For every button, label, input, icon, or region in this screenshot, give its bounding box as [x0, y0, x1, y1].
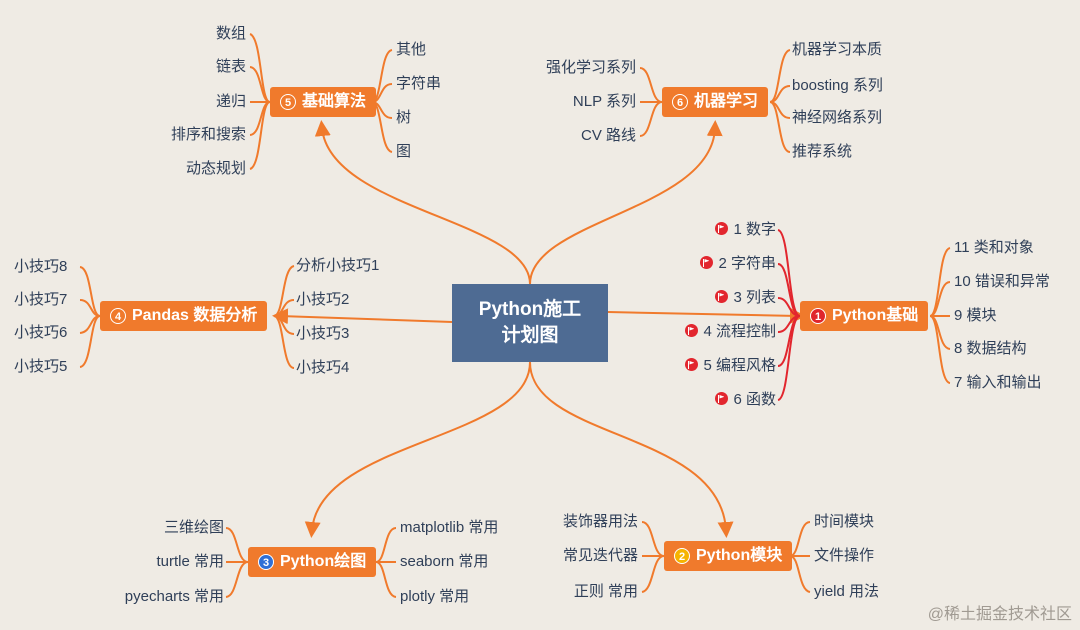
red-flag-icon [685, 358, 699, 371]
branch-plot[interactable]: 3 Python绘图 [248, 547, 377, 577]
central-topic-line1: Python施工 [478, 299, 582, 320]
leaf-basics-modules[interactable]: 9 模块 [954, 307, 997, 324]
leaf-modules-time[interactable]: 时间模块 [814, 513, 875, 530]
number-1-icon: 1 [810, 308, 826, 324]
leaf-plot-seaborn[interactable]: seaborn 常用 [400, 553, 489, 570]
leaf-algo-tree[interactable]: 树 [396, 109, 412, 126]
red-flag-icon [715, 392, 729, 405]
edge-center-plot [304, 361, 531, 538]
branch-algo-label: 基础算法 [302, 93, 367, 110]
red-flag-icon [685, 324, 699, 337]
branch-pandas[interactable]: 4 Pandas 数据分析 [100, 301, 268, 331]
leaf-algo-graph[interactable]: 图 [396, 143, 412, 160]
leaf-ml-cv[interactable]: CV 路线 [580, 127, 636, 144]
leaf-basics-classes[interactable]: 11 类和对象 [954, 239, 1034, 256]
edge-center-algo [314, 120, 531, 285]
leaf-modules-iterators[interactable]: 常见迭代器 [562, 547, 638, 564]
leaf-ml-boosting[interactable]: boosting 系列 [792, 77, 883, 94]
edge-center-basics [607, 307, 806, 324]
leaf-pandas-tip1[interactable]: 分析小技巧1 [296, 257, 380, 274]
branch-ml[interactable]: 6 机器学习 [662, 87, 769, 117]
leaf-plot-pyecharts[interactable]: pyecharts 常用 [124, 588, 224, 605]
leaf-plot-plotly[interactable]: plotly 常用 [400, 588, 470, 605]
leaf-pandas-tip6[interactable]: 小技巧6 [14, 324, 68, 341]
branch-modules-label: Python模块 [696, 547, 783, 564]
leaf-algo-string[interactable]: 字符串 [396, 75, 442, 92]
red-flag-icon [715, 290, 729, 303]
branch-algo[interactable]: 5 基础算法 [270, 87, 377, 117]
leaf-algo-array[interactable]: 数组 [215, 25, 246, 42]
leaf-basics-style-label: 5 编程风格 [703, 357, 776, 374]
branch-basics-label: Python基础 [832, 307, 919, 324]
leaf-algo-other[interactable]: 其他 [396, 41, 427, 58]
red-flag-icon [715, 222, 729, 235]
leaf-pandas-tip3[interactable]: 小技巧3 [296, 325, 350, 342]
leaf-algo-recursion[interactable]: 递归 [215, 93, 246, 110]
leaf-modules-yield[interactable]: yield 用法 [814, 583, 880, 600]
branch-pandas-label: Pandas 数据分析 [132, 307, 258, 324]
leaf-modules-decorators[interactable]: 装饰器用法 [562, 513, 638, 530]
red-flag-icon [700, 256, 714, 269]
leaf-pandas-tip8[interactable]: 小技巧8 [14, 258, 68, 275]
leaf-basics-data-structures[interactable]: 8 数据结构 [954, 340, 1027, 357]
leaf-basics-control-flow-label: 4 流程控制 [703, 323, 776, 340]
leaf-ml-nn[interactable]: 神经网络系列 [792, 109, 883, 126]
leaf-ml-essence[interactable]: 机器学习本质 [792, 41, 883, 58]
leaf-pandas-tip5[interactable]: 小技巧5 [14, 358, 68, 375]
leaf-basics-lists[interactable]: 3 列表 [715, 288, 776, 308]
leaf-basics-numbers[interactable]: 1 数字 [715, 220, 776, 240]
leaf-plot-matplotlib[interactable]: matplotlib 常用 [400, 519, 499, 536]
number-6-icon: 6 [672, 94, 688, 110]
central-topic[interactable]: Python施工 计划图 [452, 284, 608, 362]
leaf-basics-strings[interactable]: 2 字符串 [700, 254, 776, 274]
leaf-basics-control-flow[interactable]: 4 流程控制 [685, 322, 776, 342]
number-5-icon: 5 [280, 94, 296, 110]
leaf-ml-rl[interactable]: 强化学习系列 [545, 59, 636, 76]
branch-basics[interactable]: 1 Python基础 [800, 301, 929, 331]
edge-center-modules [529, 361, 734, 538]
branch-modules[interactable]: 2 Python模块 [664, 541, 793, 571]
number-2-icon: 2 [674, 548, 690, 564]
leaf-basics-functions[interactable]: 6 函数 [715, 390, 776, 410]
branch-plot-label: Python绘图 [280, 553, 367, 570]
leaf-pandas-tip2[interactable]: 小技巧2 [296, 291, 350, 308]
number-4-icon: 4 [110, 308, 126, 324]
edge-center-pandas [272, 308, 453, 325]
watermark: @稀土掘金技术社区 [927, 606, 1072, 623]
leaf-ml-nlp[interactable]: NLP 系列 [572, 93, 636, 110]
leaf-basics-lists-label: 3 列表 [733, 289, 776, 306]
branch-ml-label: 机器学习 [694, 93, 759, 110]
leaf-algo-dp[interactable]: 动态规划 [185, 160, 246, 177]
leaf-basics-errors[interactable]: 10 错误和异常 [954, 273, 1050, 290]
edge-center-ml [529, 120, 723, 285]
leaf-basics-numbers-label: 1 数字 [733, 221, 776, 238]
central-topic-line2: 计划图 [501, 325, 559, 346]
leaf-modules-regex[interactable]: 正则 常用 [573, 583, 638, 600]
leaf-basics-io[interactable]: 7 输入和输出 [954, 374, 1042, 391]
leaf-algo-linkedlist[interactable]: 链表 [215, 58, 246, 75]
leaf-basics-strings-label: 2 字符串 [718, 255, 776, 272]
number-3-icon: 3 [258, 554, 274, 570]
leaf-basics-style[interactable]: 5 编程风格 [685, 356, 776, 376]
leaf-ml-recsys[interactable]: 推荐系统 [792, 143, 853, 160]
leaf-basics-functions-label: 6 函数 [733, 391, 776, 408]
leaf-pandas-tip7[interactable]: 小技巧7 [14, 291, 68, 308]
leaf-plot-3d[interactable]: 三维绘图 [163, 519, 224, 536]
leaf-algo-sort-search[interactable]: 排序和搜索 [170, 126, 246, 143]
leaf-plot-turtle[interactable]: turtle 常用 [156, 553, 224, 570]
leaf-pandas-tip4[interactable]: 小技巧4 [296, 359, 350, 376]
leaf-modules-file[interactable]: 文件操作 [814, 547, 875, 564]
